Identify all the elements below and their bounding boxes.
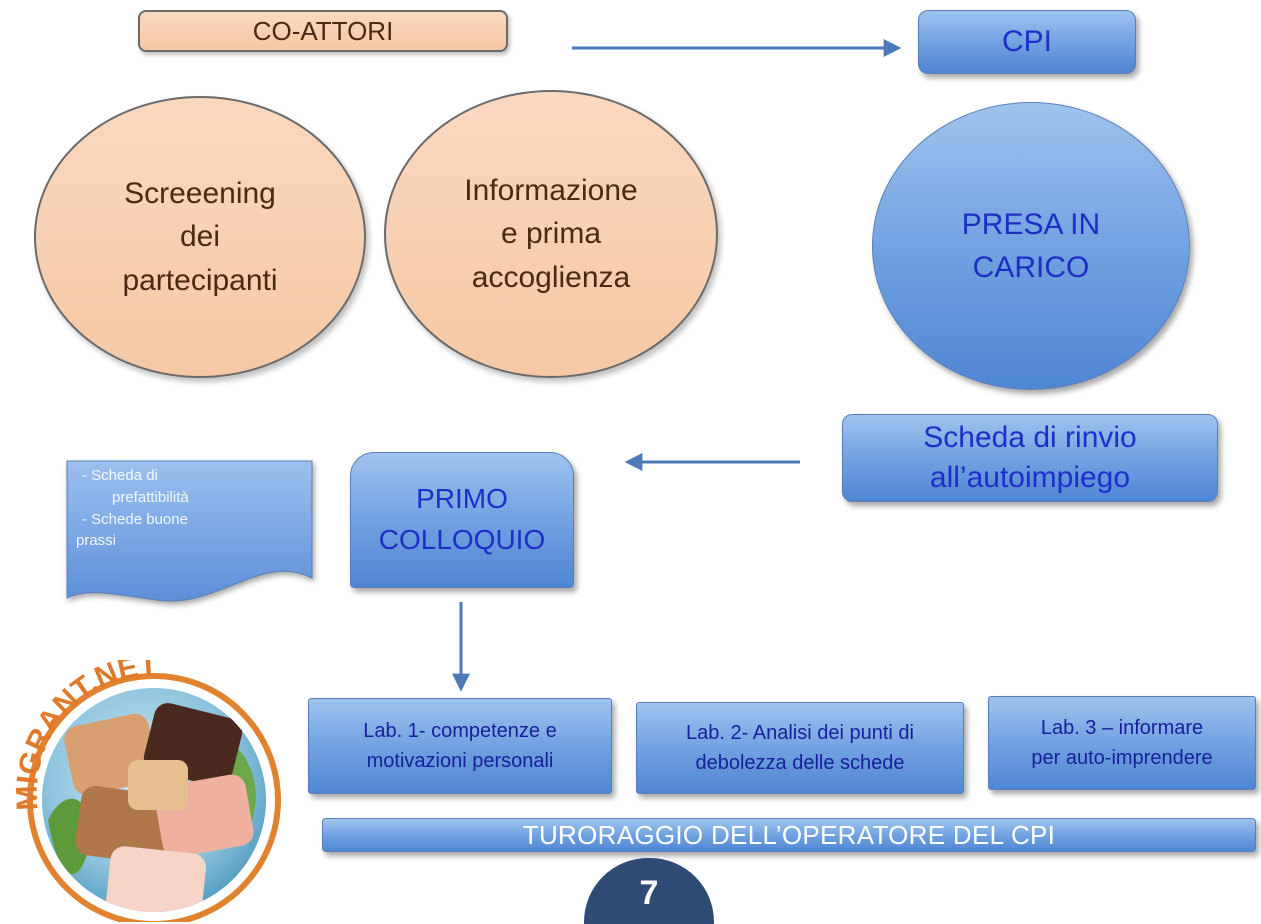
- informazione-line-3: accoglienza: [471, 260, 631, 294]
- presa-line-1: PRESA IN: [961, 207, 1101, 241]
- tutoraggio-label: TURORAGGIO DELL’OPERATORE DEL CPI: [522, 819, 1056, 850]
- informazione-line-1: Informazione: [464, 173, 638, 207]
- doc-item-2-line-2: prassi: [76, 532, 117, 550]
- screening-line-3: partecipanti: [122, 263, 278, 297]
- lab-1-line-1: Lab. 1- competenze e: [363, 720, 557, 742]
- primo-colloquio-line-1: PRIMO: [416, 483, 508, 515]
- doc-item-2-line-1: - Schede buone: [82, 510, 188, 528]
- doc-item-1-line-1: - Scheda di: [82, 467, 158, 484]
- primo-colloquio-line-2: COLLOQUIO: [378, 524, 546, 555]
- lab-2-box: Lab. 2- Analisi dei punti di debolezza d…: [636, 702, 964, 794]
- tutoraggio-bar: TURORAGGIO DELL’OPERATORE DEL CPI: [322, 818, 1256, 852]
- scheda-rinvio-box: Scheda di rinvio all’autoimpiego: [842, 414, 1218, 502]
- screening-line-2: dei: [179, 220, 221, 254]
- page-number-label: 7: [639, 873, 659, 912]
- cpi-header: CPI: [918, 10, 1136, 74]
- lab-3-line-2: per auto-imprendere: [1031, 747, 1213, 769]
- presa-in-carico-circle: PRESA IN CARICO: [872, 102, 1190, 390]
- lab-3-box: Lab. 3 – informare per auto-imprendere: [988, 696, 1256, 790]
- presa-line-2: CARICO: [972, 251, 1090, 284]
- doc-item-1-line-2: prefattibilità: [112, 488, 189, 506]
- scheda-rinvio-line-1: Scheda di rinvio: [923, 420, 1137, 454]
- document-shape: [66, 460, 313, 602]
- co-attori-header: CO-ATTORI: [138, 10, 508, 52]
- screening-circle: Screeening dei partecipanti: [34, 96, 366, 378]
- lab-1-box: Lab. 1- competenze e motivazioni persona…: [308, 698, 612, 794]
- co-attori-label: CO-ATTORI: [252, 15, 394, 46]
- primo-colloquio-box: PRIMO COLLOQUIO: [350, 452, 574, 588]
- cpi-label: CPI: [1001, 25, 1052, 58]
- informazione-circle: Informazione e prima accoglienza: [384, 90, 718, 378]
- migrant-net-logo: MIGRANT.NET: [10, 660, 281, 922]
- document-text: - Scheda di prefattibilità - Schede buon…: [76, 465, 306, 552]
- informazione-line-2: e prima: [500, 217, 602, 251]
- scheda-rinvio-line-2: all’autoimpiego: [929, 461, 1131, 494]
- lab-1-line-2: motivazioni personali: [366, 750, 554, 772]
- screening-line-1: Screeening: [124, 176, 276, 210]
- lab-2-line-1: Lab. 2- Analisi dei punti di: [686, 722, 914, 744]
- lab-3-line-1: Lab. 3 – informare: [1040, 717, 1204, 739]
- lab-2-line-2: debolezza delle schede: [695, 752, 905, 774]
